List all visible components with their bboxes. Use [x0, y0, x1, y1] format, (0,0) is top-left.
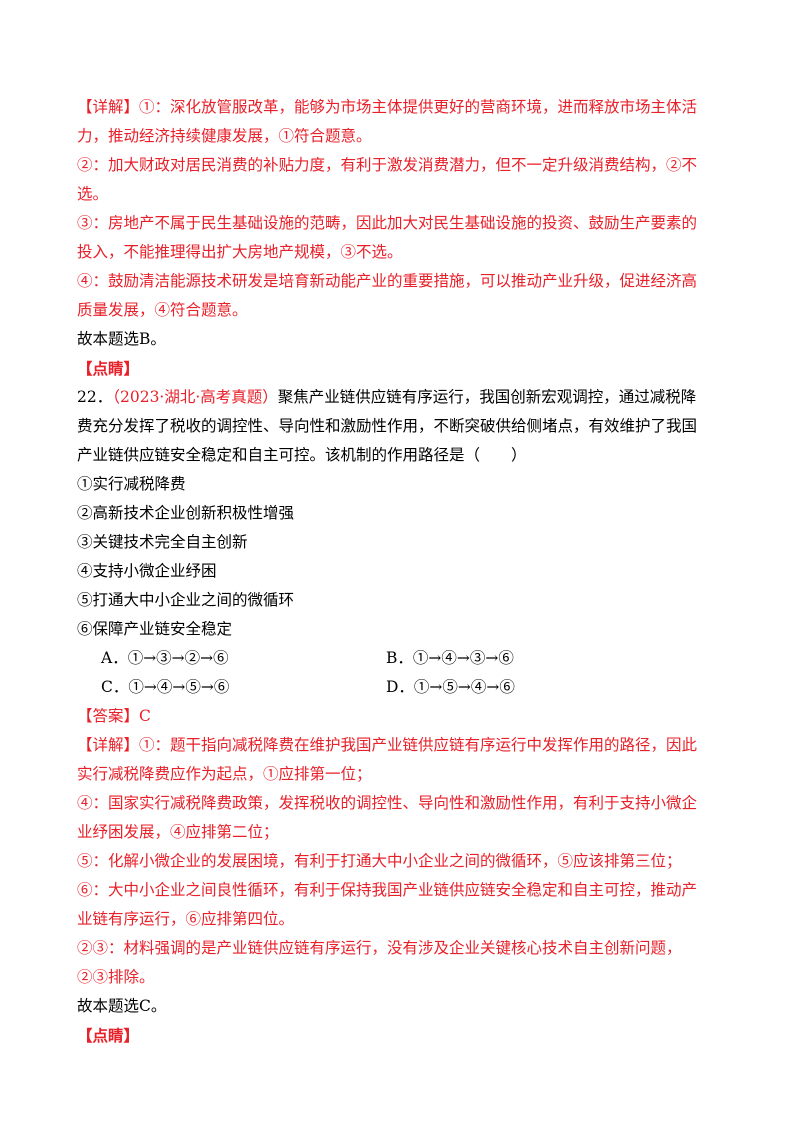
q21-explain-line: ②：加大财政对居民消费的补贴力度，有利于激发消费潜力，但不一定升级消费结构，②不: [77, 156, 698, 174]
q22-option-b[interactable]: B．①→④→③→⑥: [386, 649, 514, 667]
q22-option-d[interactable]: D．①→⑤→④→⑥: [386, 678, 515, 696]
q22-item: ③关键技术完全自主创新: [77, 533, 248, 551]
q22-stem-line-2: 费充分发挥了税收的调控性、导向性和激励性作用，不断突破供给侧堵点，有效维护了我国: [77, 417, 698, 435]
q21-explain-line: 【详解】①：深化放管服改革，能够为市场主体提供更好的营商环境，进而释放市场主体活: [77, 98, 698, 116]
q21-conclusion: 故本题选B。: [77, 330, 166, 348]
q21-explain-line: 质量发展，④符合题意。: [77, 301, 248, 319]
q21-explain-line: ③：房地产不属于民生基础设施的范畴，因此加大对民生基础设施的投资、鼓励生产要素的: [77, 214, 698, 232]
q22-dianjing-heading: 【点睛】: [77, 1026, 140, 1045]
q22-item: ⑥保障产业链安全稳定: [77, 620, 233, 638]
q22-item: ④支持小微企业纾困: [77, 562, 217, 580]
q22-explain-line: ④：国家实行减税降费政策，发挥税收的调控性、导向性和激励性作用，有利于支持小微企: [77, 794, 698, 812]
q22-options-row-2: C．①→④→⑤→⑥ D．①→⑤→④→⑥: [77, 673, 725, 702]
q22-number: 22．: [77, 388, 113, 406]
q21-explain-line: 力，推动经济持续健康发展，①符合题意。: [77, 127, 372, 145]
q21-dianjing-heading: 【点睛】: [77, 359, 140, 378]
q22-options-row-1: A．①→③→②→⑥ B．①→④→③→⑥: [77, 644, 725, 673]
q22-source: （2023·湖北·高考真题）: [112, 388, 278, 406]
q22-option-a[interactable]: A．①→③→②→⑥: [101, 649, 229, 667]
q22-stem-text: 聚焦产业链供应链有序运行，我国创新宏观调控，通过减税降: [277, 388, 697, 406]
q22-explain-line: ②③排除。: [77, 968, 155, 986]
q22-option-c[interactable]: C．①→④→⑤→⑥: [101, 678, 230, 696]
q22-conclusion: 故本题选C。: [77, 997, 167, 1015]
q22-explain-line: 业纾困发展，④应排第二位；: [77, 823, 279, 841]
q21-explain-line: 投入，不能推理得出扩大房地产规模，③不选。: [77, 243, 403, 261]
q21-explain-line: ④：鼓励清洁能源技术研发是培育新动能产业的重要措施，可以推动产业升级，促进经济高: [77, 272, 698, 290]
q22-explain-line: ⑥：大中小企业之间良性循环，有利于保持我国产业链供应链安全稳定和自主可控，推动产: [77, 881, 698, 899]
q22-item: ⑤打通大中小企业之间的微循环: [77, 591, 295, 609]
q22-stem-line-3: 产业链供应链安全稳定和自主可控。该机制的作用路径是（ ）: [77, 446, 527, 464]
q22-explain-line: 业链有序运行，⑥应排第四位。: [77, 910, 295, 928]
q21-explain-line: 选。: [77, 185, 109, 203]
q22-answer: 【答案】C: [77, 707, 151, 725]
q22-explain-line: 【详解】①：题干指向减税降费在维护我国产业链供应链有序运行中发挥作用的路径，因此: [77, 736, 698, 754]
q22-explain-line: 实行减税降费应作为起点，①应排第一位；: [77, 765, 372, 783]
q22-stem-line-1: 22．（2023·湖北·高考真题）聚焦产业链供应链有序运行，我国创新宏观调控，通…: [77, 383, 725, 412]
q22-item: ②高新技术企业创新积极性增强: [77, 504, 295, 522]
document-page: 【详解】①：深化放管服改革，能够为市场主体提供更好的营商环境，进而释放市场主体活…: [77, 93, 725, 1050]
q22-explain-line: ⑤：化解小微企业的发展困境，有利于打通大中小企业之间的微循环，⑤应该排第三位；: [77, 852, 682, 870]
q22-item: ①实行减税降费: [77, 475, 186, 493]
q22-explain-line: ②③：材料强调的是产业链供应链有序运行，没有涉及企业关键核心技术自主创新问题，: [77, 939, 682, 957]
